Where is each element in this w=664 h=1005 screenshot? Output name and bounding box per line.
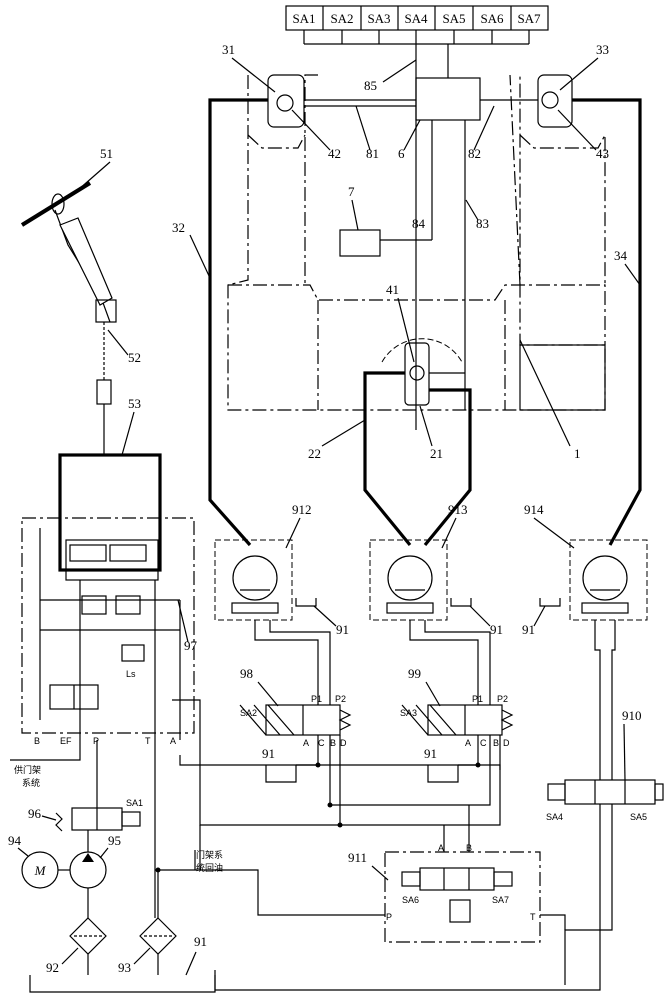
callout-32: 32 xyxy=(172,220,185,235)
switch-sa2: SA2 xyxy=(330,11,353,26)
callout-83: 83 xyxy=(476,216,489,231)
signal-sa2: SA2 xyxy=(240,708,257,718)
callout-95: 95 xyxy=(108,833,121,848)
callout-97: 97 xyxy=(184,638,198,653)
callout-21: 21 xyxy=(430,446,443,461)
callout-43: 43 xyxy=(596,146,609,161)
callout-31: 31 xyxy=(222,42,235,57)
callout-912: 912 xyxy=(292,502,312,517)
callout-84: 84 xyxy=(412,216,426,231)
callout-910: 910 xyxy=(622,708,642,723)
port-b-99: B xyxy=(493,738,499,748)
callout-98: 98 xyxy=(240,666,253,681)
callout-52: 52 xyxy=(128,350,141,365)
port-b-97: B xyxy=(34,736,40,746)
callout-33: 33 xyxy=(596,42,609,57)
port-c-99: C xyxy=(480,738,487,748)
port-p1-98: P1 xyxy=(311,694,322,704)
callout-914: 914 xyxy=(524,502,544,517)
port-ef: EF xyxy=(60,736,72,746)
port-p-97: P xyxy=(93,736,99,746)
callout-96: 96 xyxy=(28,806,42,821)
valve-96: SA1 xyxy=(56,798,143,831)
callout-6: 6 xyxy=(398,146,405,161)
valve-910: SA4 SA5 xyxy=(546,780,663,822)
port-ls: Ls xyxy=(126,669,136,679)
signal-sa3: SA3 xyxy=(400,708,417,718)
callout-7: 7 xyxy=(348,184,355,199)
callout-93: 93 xyxy=(118,960,131,975)
port-a-911: A xyxy=(438,843,444,853)
steer-unit-21 xyxy=(405,343,429,405)
controller-6 xyxy=(416,78,480,120)
valve-911: SA6 SA7 P T A B xyxy=(385,843,540,942)
note-mast-return-2: 统回油 xyxy=(196,862,223,874)
note-mast-supply-1: 供门架 xyxy=(14,764,41,776)
port-b-98: B xyxy=(330,738,336,748)
switch-sa6: SA6 xyxy=(480,11,504,26)
port-p2-98: P2 xyxy=(335,694,346,704)
port-c-98: C xyxy=(318,738,325,748)
valve-98: SA2 P1 P2 A C B D xyxy=(240,694,350,748)
sensor-7 xyxy=(340,230,380,256)
callout-91-d: 91 xyxy=(262,746,275,761)
motor-913 xyxy=(370,540,447,620)
signal-sa7: SA7 xyxy=(492,895,509,905)
port-a-98: A xyxy=(303,738,309,748)
signal-sa4: SA4 xyxy=(546,812,563,822)
valve-block-97: Ls B EF P T A xyxy=(22,518,194,746)
callout-92: 92 xyxy=(46,960,59,975)
callout-81: 81 xyxy=(366,146,379,161)
port-t-911: T xyxy=(530,912,536,922)
note-mast-supply-2: 系统 xyxy=(22,777,40,789)
switch-sa7: SA7 xyxy=(517,11,541,26)
switch-sa5: SA5 xyxy=(442,11,465,26)
switch-sa1: SA1 xyxy=(292,11,315,26)
callouts: 31 33 85 42 81 6 82 43 7 84 83 32 34 51 … xyxy=(8,42,642,975)
tank-91 xyxy=(30,975,215,992)
steering-column xyxy=(22,183,116,455)
callout-51: 51 xyxy=(100,146,113,161)
callout-53: 53 xyxy=(128,396,141,411)
callout-41: 41 xyxy=(386,282,399,297)
callout-1: 1 xyxy=(574,446,581,461)
port-d-99: D xyxy=(503,738,510,748)
note-mast-return-1: 门架系 xyxy=(196,849,223,861)
callout-911: 911 xyxy=(348,850,367,865)
signal-sa6: SA6 xyxy=(402,895,419,905)
motor-914 xyxy=(570,540,647,620)
port-p-911: P xyxy=(386,912,392,922)
callout-34: 34 xyxy=(614,248,628,263)
port-a-97: A xyxy=(170,736,176,746)
switch-sa3: SA3 xyxy=(367,11,390,26)
steer-unit-31 xyxy=(268,75,304,127)
port-d-98: D xyxy=(340,738,347,748)
callout-94: 94 xyxy=(8,833,22,848)
electric-motor-94: M xyxy=(22,852,58,888)
port-a-99: A xyxy=(465,738,471,748)
filter-93 xyxy=(140,918,176,954)
switch-sa4: SA4 xyxy=(404,11,428,26)
motor-symbol: M xyxy=(34,863,47,878)
callout-91-b: 91 xyxy=(490,622,503,637)
valve-99: SA3 P1 P2 A C B D xyxy=(400,694,512,748)
signal-sa1: SA1 xyxy=(126,798,143,808)
callout-22: 22 xyxy=(308,446,321,461)
callout-91-e: 91 xyxy=(424,746,437,761)
callout-99: 99 xyxy=(408,666,421,681)
motor-912 xyxy=(215,540,292,620)
callout-85: 85 xyxy=(364,78,377,93)
callout-91-a: 91 xyxy=(336,622,349,637)
callout-91-f: 91 xyxy=(194,934,207,949)
filter-92 xyxy=(70,918,106,954)
callout-42: 42 xyxy=(328,146,341,161)
port-t-97: T xyxy=(145,736,151,746)
port-p2-99: P2 xyxy=(497,694,508,704)
signal-sa5: SA5 xyxy=(630,812,647,822)
callout-91-c: 91 xyxy=(522,622,535,637)
callout-913: 913 xyxy=(448,502,468,517)
port-p1-99: P1 xyxy=(472,694,483,704)
